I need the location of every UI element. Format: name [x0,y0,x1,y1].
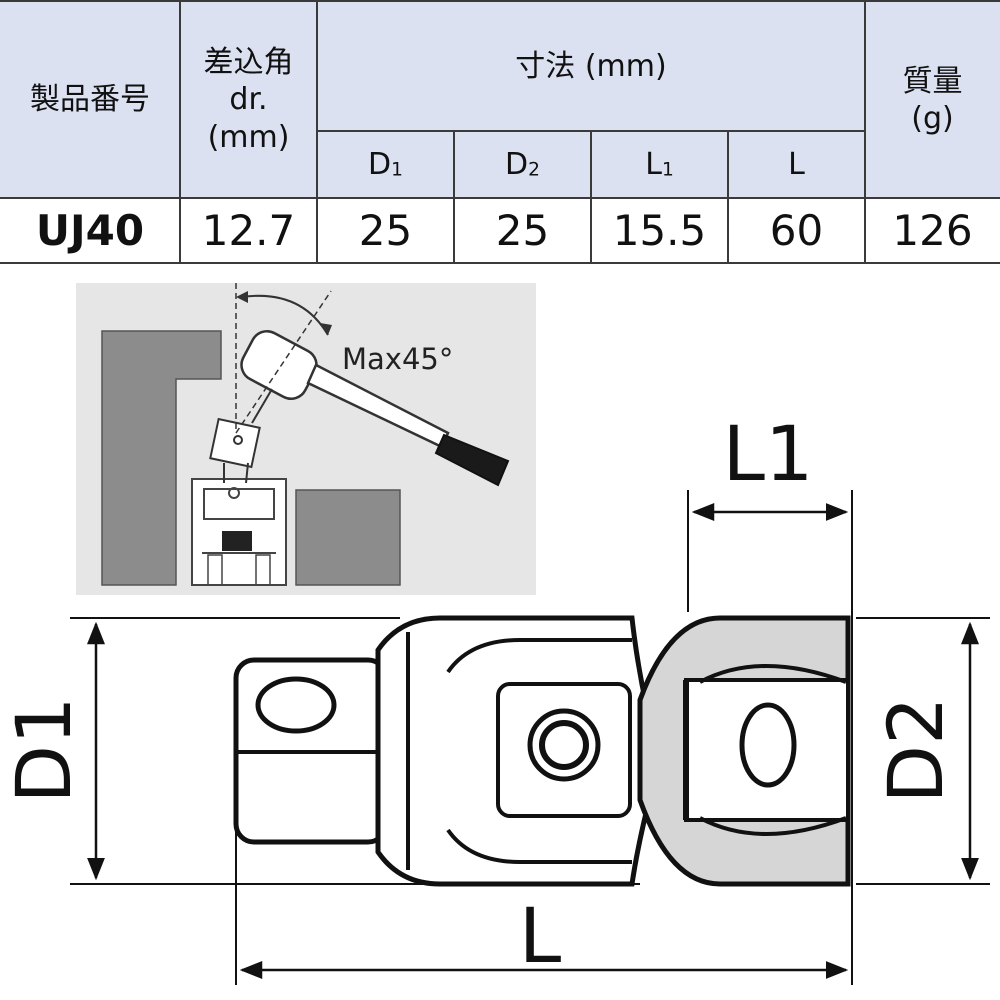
table-col-divider [590,130,592,264]
label-l1: L1 [723,409,814,498]
square-drive [233,657,389,845]
workpiece-right-block [295,489,401,586]
cell-mass: 126 [892,205,973,255]
label-d2: D2 [871,697,960,804]
cell-drive: 12.7 [201,205,296,255]
spec-table: 製品番号 差込角 dr. (mm) 寸法 (mm) D1 D2 L1 L 質量 … [0,0,1000,264]
header-product-no: 製品番号 [0,2,180,198]
header-drive-line2: dr. [229,82,268,118]
header-mass-line1: 質量 [902,63,963,99]
header-mass-line2: (g) [911,101,954,136]
header-l: L [728,131,865,198]
label-l: L [519,891,561,980]
cell-product-no: UJ40 [35,205,145,255]
table-header-bottom-border [0,197,1000,199]
cell-d1: 25 [358,205,413,255]
cell-d2: 25 [495,205,550,255]
angle-label: Max45° [342,342,453,376]
header-d2: D2 [454,131,591,198]
table-col-divider [316,0,318,264]
cell-l: 60 [769,205,824,255]
header-drive-size: 差込角 dr. (mm) [180,2,317,198]
yoke-body [375,615,663,887]
table-top-border [0,0,1000,2]
table-col-divider [727,130,729,264]
angle-indicator [235,283,332,434]
usage-illustration: Max45° [76,283,536,595]
cell-l1: 15.5 [612,205,707,255]
table-col-divider [864,0,866,264]
header-l1: L1 [591,131,728,198]
label-d1: D1 [0,697,88,804]
universal-joint [209,417,261,484]
ratchet-handle [240,330,510,487]
dimension-drawing: L1 L D1 D2 [0,409,990,985]
workpiece-left-block [101,330,222,586]
table-col-divider [179,0,181,264]
header-d1: D1 [317,131,454,198]
table-col-divider [453,130,455,264]
header-drive-line1: 差込角 [203,44,294,80]
table-bottom-border [0,262,1000,264]
socket-end [637,615,851,887]
header-dimensions: 寸法 (mm) [317,2,865,131]
header-drive-line3: (mm) [207,119,290,155]
header-mass: 質量 (g) [865,2,1000,198]
